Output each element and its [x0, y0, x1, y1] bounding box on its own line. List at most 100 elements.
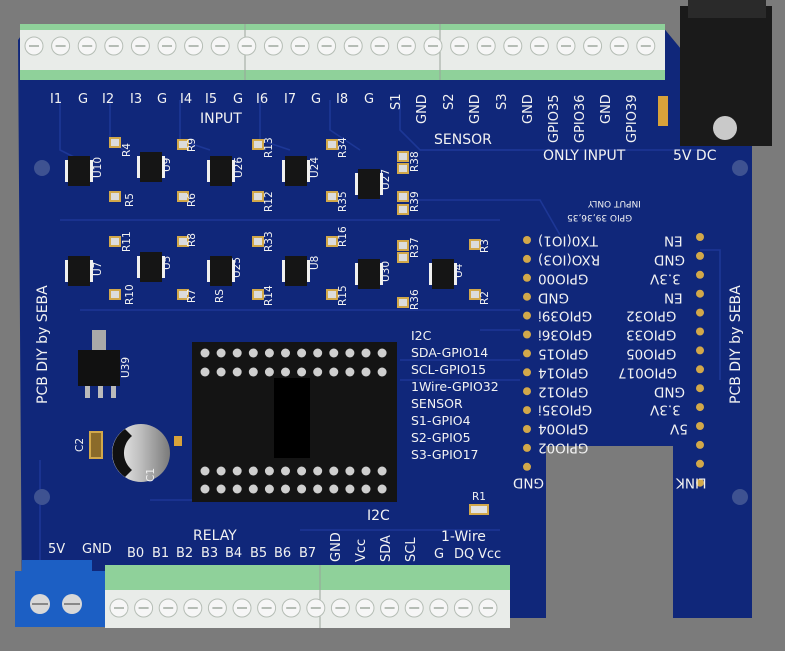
top-pin-I4: I4: [180, 92, 193, 107]
resistor-body: [177, 289, 189, 300]
ic-body: [210, 156, 232, 186]
designator-u26: U26: [233, 156, 245, 178]
resistor-body: [326, 289, 338, 300]
socket-pin: [216, 484, 226, 494]
top-pin-GND1: GND: [415, 94, 430, 124]
socket-pin: [232, 348, 242, 358]
header-pad: [523, 292, 531, 301]
socket-pin: [377, 367, 387, 377]
header-pad: [523, 425, 531, 433]
regulator-u39: [78, 330, 120, 398]
top-pin-G1: G: [78, 92, 89, 107]
only-input-label: ONLY INPUT: [543, 148, 626, 164]
designator-u39: U39: [120, 356, 132, 378]
socket-pin: [281, 348, 290, 358]
resistor-body: [469, 239, 481, 250]
resistor-body: [252, 191, 264, 202]
designator-r2: R2: [479, 291, 491, 305]
top-pin-I1: I1: [50, 92, 63, 107]
resistor-body: [326, 191, 338, 202]
top-pin-I5: I5: [205, 92, 218, 107]
resistor-body: [109, 191, 121, 202]
resistor-body: [177, 139, 189, 150]
header-pad: [523, 236, 531, 244]
esp-left-pin: GPIO02: [538, 439, 589, 456]
header-pad: [696, 384, 704, 393]
esp-left-pin: GND: [513, 474, 544, 491]
designator-u25: U25: [231, 256, 243, 278]
designator-u4: U4: [453, 263, 465, 278]
pin-map-line: S3-GPIO17: [411, 447, 479, 462]
socket-pin: [248, 348, 258, 358]
capacitor-c2: [89, 431, 103, 459]
esp-right-pin: GPIO33: [626, 326, 677, 343]
top-pin-GND3: GND: [521, 94, 536, 124]
header-pad: [523, 273, 531, 282]
header-pad: [696, 459, 704, 468]
designator-r36: R36: [409, 289, 421, 310]
designator-r5: R5: [124, 193, 136, 207]
esp-right-pin: GND: [654, 251, 685, 268]
esp-module-socket: [192, 342, 397, 502]
esp-right-pin: EN: [664, 289, 683, 306]
esp-left-pin: GPIO04: [538, 420, 589, 437]
socket-pin: [313, 484, 323, 494]
designator-r8: R8: [186, 233, 198, 247]
bottom-terminal-block: [105, 565, 510, 628]
socket-pin: [281, 484, 290, 494]
designator-u24: U24: [309, 156, 321, 178]
resistor-body: [469, 289, 481, 300]
socket-pin: [297, 466, 307, 476]
designator-r35: R35: [337, 191, 349, 212]
designator-r4: R4: [121, 143, 133, 157]
pin-map-line: 1Wire-GPIO32: [411, 379, 499, 394]
top-pin-GPIO35: GPIO35: [547, 94, 562, 143]
ic-body: [210, 256, 232, 286]
header-pad: [523, 387, 531, 396]
top-pin-S3: S3: [495, 93, 510, 110]
esp-right-pin: EN: [664, 232, 683, 249]
esp-left-pin: GPIO12: [538, 383, 589, 400]
relay-pin-B5: B5: [250, 546, 268, 561]
socket-pin: [345, 466, 355, 476]
designator-r34: R34: [337, 137, 349, 158]
resistor-body: [252, 139, 264, 150]
socket-pin: [264, 466, 274, 476]
resistor-body: [397, 204, 409, 215]
ic-body: [68, 256, 90, 286]
onewire-pin-vcc: Vcc: [478, 547, 502, 562]
header-pad: [696, 251, 704, 260]
resistor-body: [397, 240, 409, 251]
designator-r13: R13: [263, 137, 275, 158]
designator-r1: R1: [472, 491, 486, 503]
ic-body: [140, 152, 162, 182]
top-pin-I2: I2: [102, 92, 115, 107]
esp-left-pin: TX0(IO1): [538, 232, 598, 249]
mounting-holes: [34, 160, 748, 505]
socket-pin: [377, 348, 387, 358]
ic-body: [285, 256, 307, 286]
socket-pin: [264, 348, 274, 358]
designator-r10: R10: [124, 284, 136, 305]
ic-body: [358, 259, 380, 289]
socket-pin: [377, 484, 387, 494]
socket-pin: [361, 348, 371, 358]
sensor-group-label: SENSOR: [434, 132, 492, 148]
smd-resistors: [109, 137, 481, 308]
resistor-body: [109, 137, 121, 148]
designator-u9: U9: [161, 157, 173, 172]
power-pin-5v: 5V: [48, 542, 66, 557]
socket-pin: [313, 348, 323, 358]
top-pin-G5: G: [364, 92, 375, 107]
resistor-body: [177, 191, 189, 202]
socket-pin: [297, 348, 307, 358]
resistor-body: [397, 191, 409, 202]
header-pad: [696, 440, 704, 449]
resistor-body: [397, 252, 409, 263]
designator-r6: R6: [186, 193, 198, 207]
designator-r33: R33: [263, 231, 275, 252]
socket-pin: [345, 348, 355, 358]
pin-map-line: S1-GPIO4: [411, 413, 471, 428]
designator-u5: U5: [161, 255, 173, 270]
